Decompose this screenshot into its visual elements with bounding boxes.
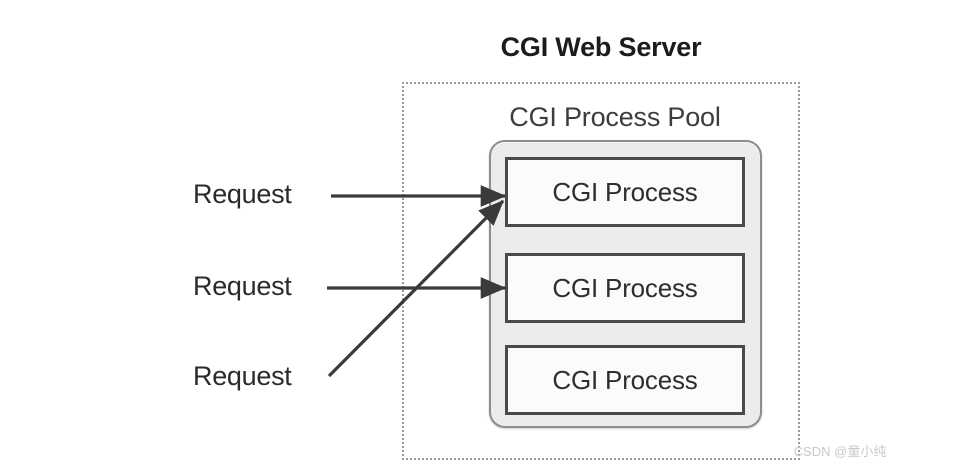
csdn-watermark: CSDN @童小纯 xyxy=(793,444,887,459)
cgi-process-box-1: CGI Process xyxy=(505,157,745,227)
process-pool-title: CGI Process Pool xyxy=(509,102,721,132)
cgi-process-label-3: CGI Process xyxy=(552,364,698,395)
request-label-3: Request xyxy=(193,361,292,391)
request-label-1: Request xyxy=(193,179,292,209)
cgi-process-label-1: CGI Process xyxy=(552,176,698,207)
cgi-process-box-2: CGI Process xyxy=(505,253,745,323)
cgi-process-label-2: CGI Process xyxy=(552,272,698,303)
request-label-2: Request xyxy=(193,271,292,301)
page-title: CGI Web Server xyxy=(500,32,702,62)
cgi-process-box-3: CGI Process xyxy=(505,345,745,415)
